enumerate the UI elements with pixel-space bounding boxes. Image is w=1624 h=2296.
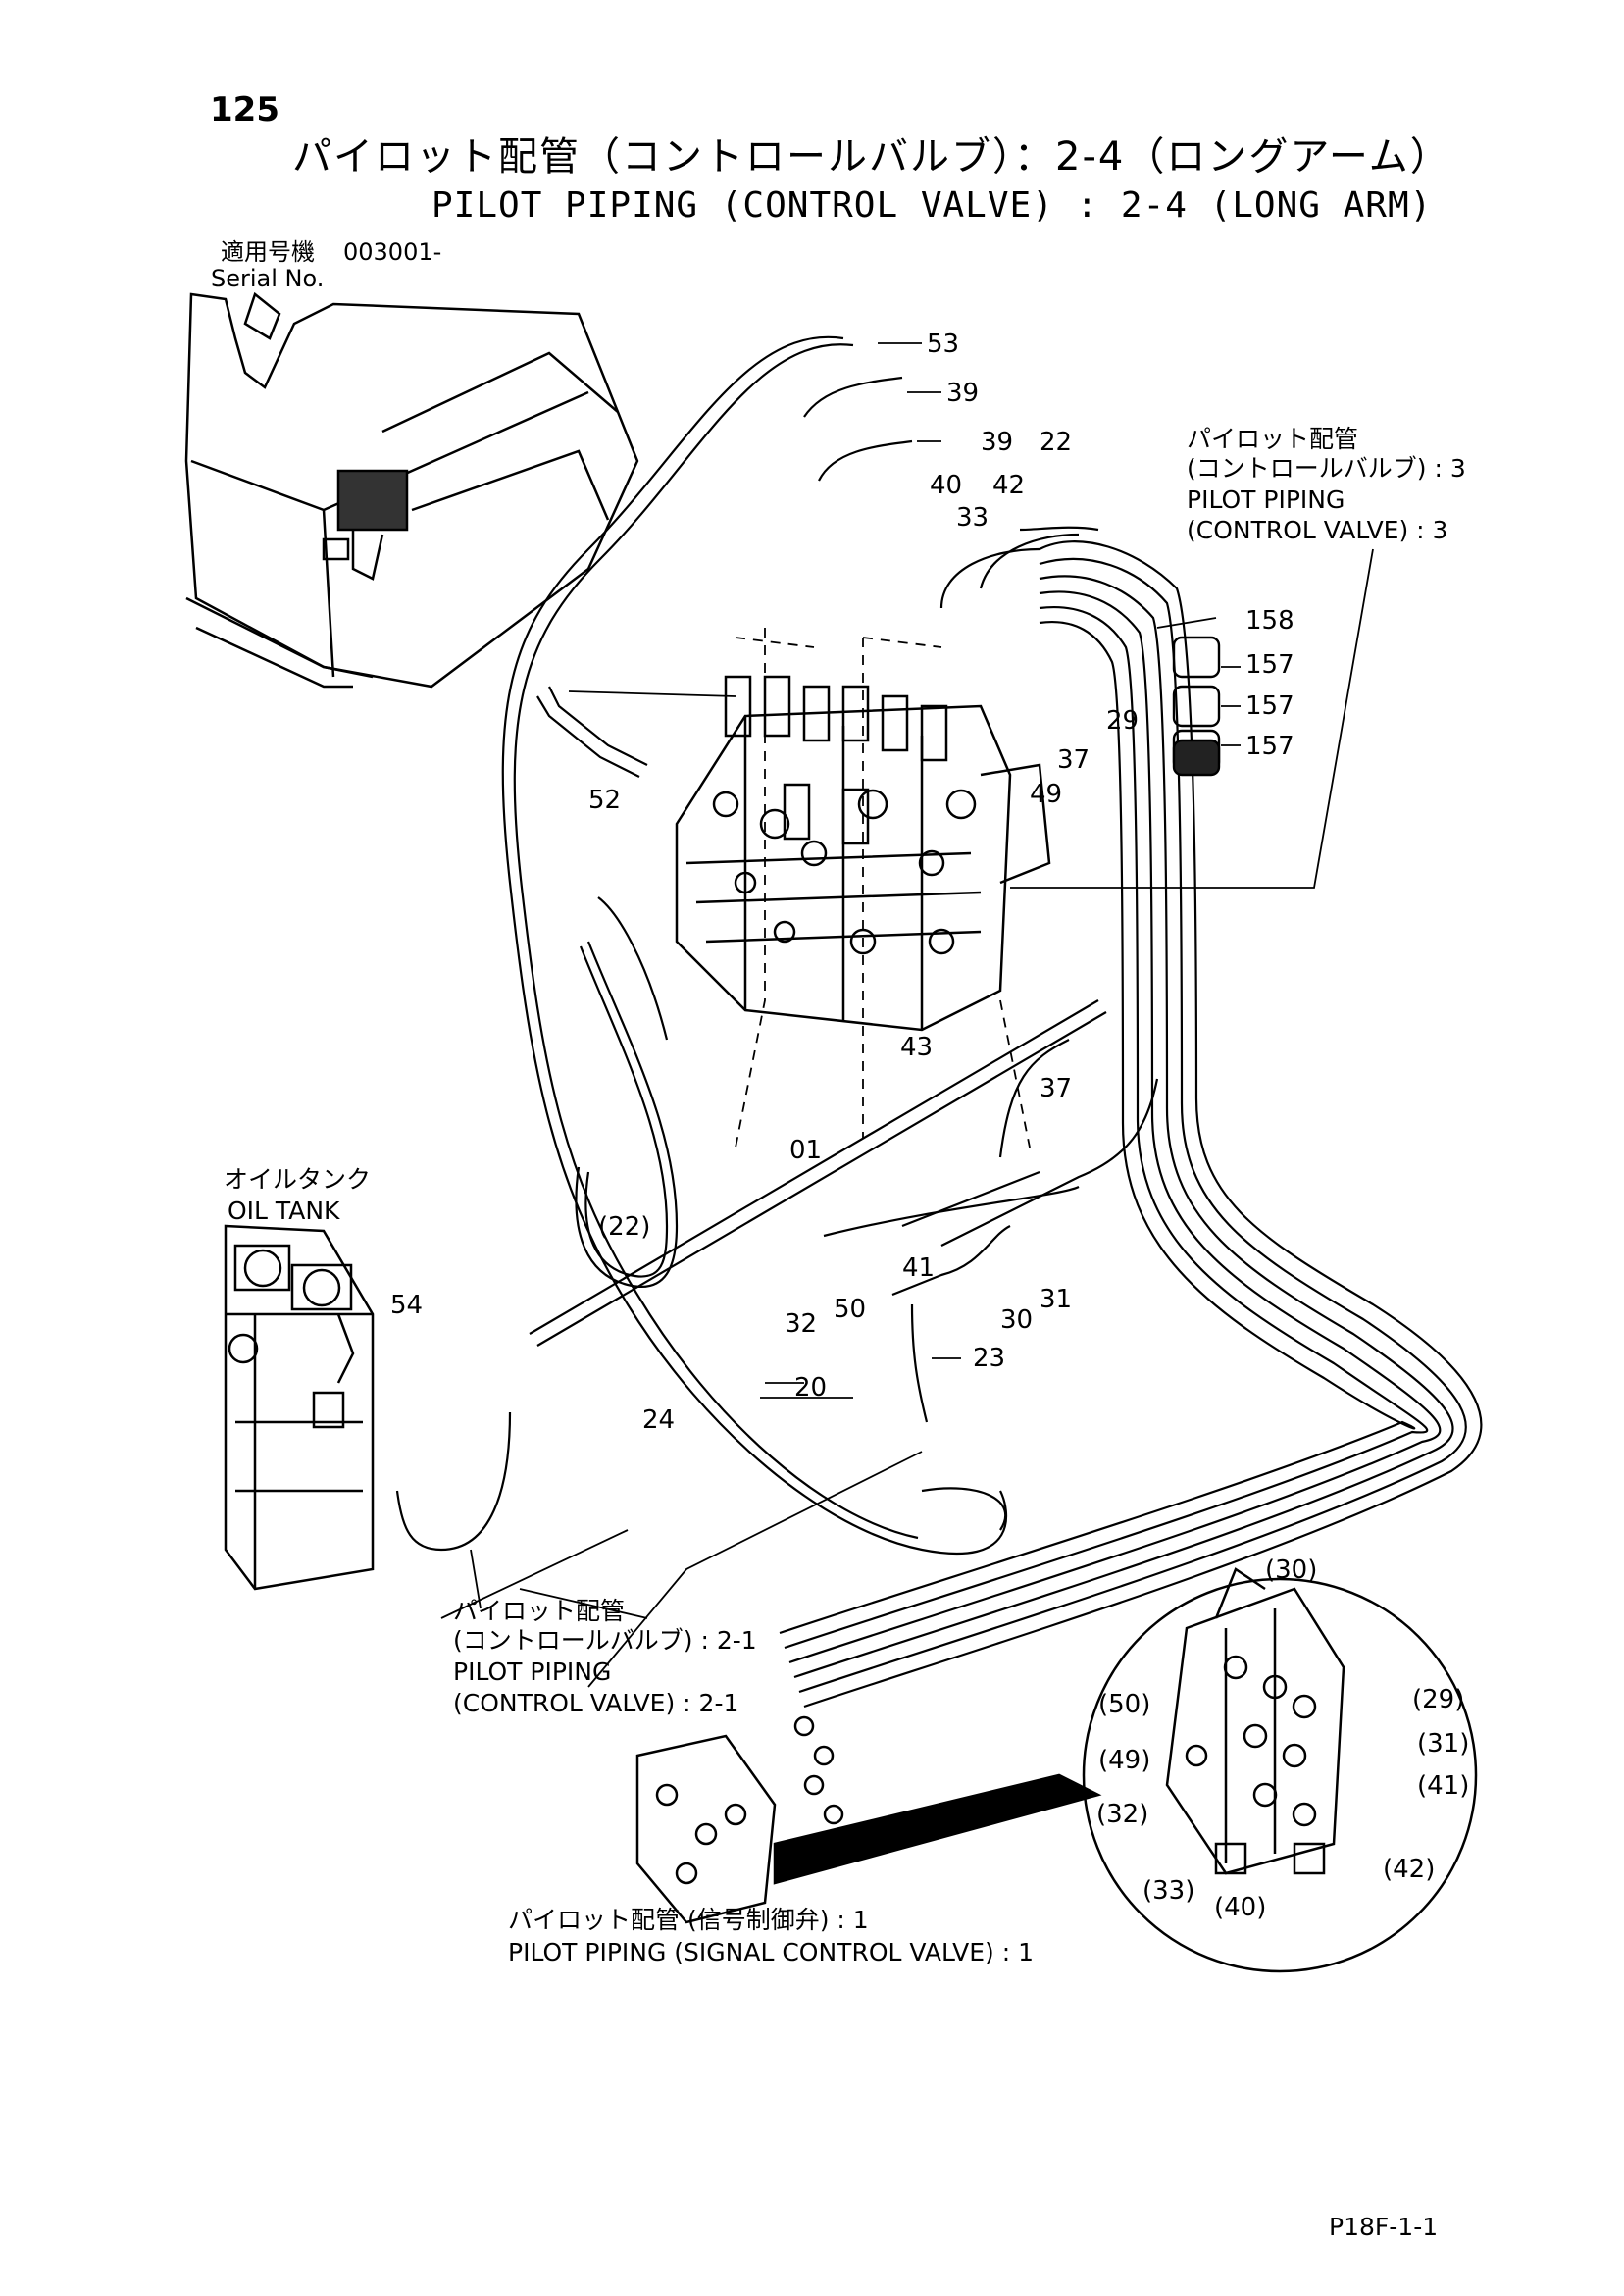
ref-top-right-en2: (CONTROL VALVE) : 3 (1187, 516, 1448, 544)
detail-label-49: (49) (1098, 1746, 1151, 1775)
signal-control-valve (635, 1715, 1102, 1924)
oil-tank-jp: オイルタンク (224, 1165, 372, 1194)
detail-label-31: (31) (1417, 1729, 1470, 1759)
detail-label-32: (32) (1096, 1800, 1149, 1829)
title-japanese: パイロット配管（コントロールバルブ）：2-4（ロングアーム） (292, 134, 1451, 179)
serial-number: 003001- (343, 238, 442, 266)
machine-frame (184, 291, 639, 689)
part-label-39a: 39 (946, 379, 980, 408)
ref-bottom-en: PILOT PIPING (SIGNAL CONTROL VALVE) : 1 (508, 1938, 1035, 1966)
part-label-23: 23 (973, 1344, 1006, 1373)
part-label-37b: 37 (1040, 1074, 1073, 1103)
part-label-32: 32 (785, 1309, 818, 1339)
ref-bottom-jp: パイロット配管 (信号制御弁) : 1 (508, 1906, 869, 1934)
detail-label-33: (33) (1142, 1876, 1195, 1906)
part-label-52: 52 (588, 786, 622, 815)
detail-label-41: (41) (1417, 1771, 1470, 1801)
ref-bottom-left-jp: パイロット配管 (453, 1597, 626, 1625)
detail-label-40: (40) (1214, 1893, 1267, 1922)
part-label-22-ref: (22) (598, 1212, 651, 1242)
part-label-53: 53 (927, 330, 960, 359)
detail-label-42: (42) (1383, 1855, 1436, 1884)
ref-top-right-en: PILOT PIPING (1187, 485, 1345, 514)
ref-bottom-left-jp2: (コントロールバルブ) : 2-1 (453, 1626, 757, 1655)
part-label-157c: 157 (1245, 732, 1294, 761)
part-label-157a: 157 (1245, 650, 1294, 680)
part-label-37a: 37 (1057, 745, 1091, 775)
part-label-22: 22 (1040, 428, 1073, 457)
part-label-43: 43 (900, 1033, 934, 1062)
detail-label-50: (50) (1098, 1690, 1151, 1719)
part-label-42: 42 (992, 471, 1026, 500)
ref-bottom-left-en: PILOT PIPING (453, 1658, 612, 1686)
leader-lines (440, 342, 1374, 1688)
part-label-41: 41 (902, 1253, 936, 1283)
part-label-20: 20 (794, 1373, 828, 1403)
part-label-50: 50 (834, 1295, 867, 1324)
title-english: PILOT PIPING (CONTROL VALVE) : 2-4 (LONG… (431, 185, 1433, 226)
serial-label-en: Serial No. (211, 265, 325, 292)
part-label-54: 54 (390, 1291, 424, 1320)
part-label-33: 33 (956, 503, 990, 533)
band-clamps (1172, 636, 1221, 777)
ref-top-right-jp2: (コントロールバルブ) : 3 (1187, 454, 1466, 483)
part-label-29: 29 (1106, 706, 1140, 736)
detail-label-30: (30) (1265, 1556, 1318, 1585)
oil-tank-en: OIL TANK (228, 1197, 340, 1225)
page-number: 125 (210, 90, 279, 129)
part-label-24: 24 (642, 1405, 676, 1435)
serial-label-jp: 適用号機 (221, 238, 315, 266)
part-label-01: 01 (789, 1136, 823, 1165)
oil-tank (224, 1224, 375, 1591)
ref-bottom-left-en2: (CONTROL VALVE) : 2-1 (453, 1689, 739, 1717)
drawing-code: P18F-1-1 (1329, 2213, 1439, 2241)
part-label-30: 30 (1000, 1305, 1034, 1335)
part-label-157b: 157 (1245, 691, 1294, 721)
detail-circle (1082, 1567, 1478, 1973)
part-label-31: 31 (1040, 1285, 1073, 1314)
part-label-158: 158 (1245, 606, 1294, 636)
part-label-39b: 39 (981, 428, 1014, 457)
detail-label-29: (29) (1412, 1685, 1465, 1714)
part-label-40: 40 (930, 471, 963, 500)
part-label-49: 49 (1030, 780, 1063, 809)
hose-lines (395, 335, 1483, 1709)
ref-top-right-jp: パイロット配管 (1187, 425, 1359, 453)
